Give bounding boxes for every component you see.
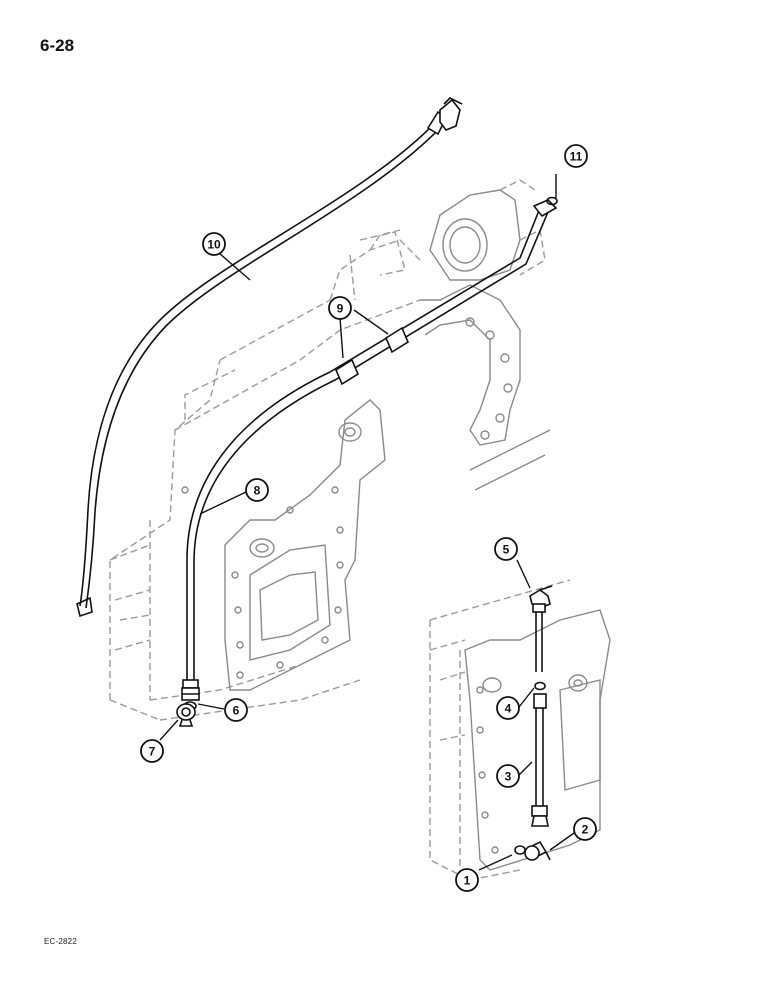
part-4-oring [534,681,546,691]
svg-text:1: 1 [464,874,471,888]
page-number: 6-28 [40,36,75,55]
figure-code: EC-2822 [44,937,77,946]
transmission-housing-outline [109,229,421,721]
part-5-cap [529,585,553,672]
part-9-clamps [334,326,410,386]
svg-text:11: 11 [570,150,583,164]
leader-lines [159,174,575,871]
callout-8: 8 [245,478,269,502]
inset-housing-outline [429,579,611,881]
callout-10: 10 [202,232,226,256]
rear-cover-plate-outline [181,399,386,691]
svg-text:4: 4 [505,702,512,716]
svg-text:2: 2 [582,823,589,837]
svg-text:6: 6 [233,704,240,718]
part-10-dipstick [76,97,463,618]
svg-text:3: 3 [505,770,512,784]
callout-5: 5 [494,537,518,561]
upper-flange-outline [420,179,551,491]
svg-text:5: 5 [503,543,510,557]
callout-11: 11 [564,144,588,168]
part-3-tube [531,693,549,827]
part-1-oring [514,845,526,855]
callout-9: 9 [328,296,352,320]
part-7-fitting [176,703,196,727]
callout-2: 2 [573,817,597,841]
part-8-tube [181,199,558,701]
part-2-elbow [524,840,551,861]
callout-1: 1 [455,868,479,892]
svg-text:9: 9 [337,302,344,316]
callout-4: 4 [496,696,520,720]
callout-6: 6 [224,698,248,722]
svg-text:8: 8 [254,484,261,498]
svg-text:7: 7 [149,745,156,759]
svg-text:10: 10 [207,238,221,252]
part-11-oring [546,196,558,206]
callout-7: 7 [140,739,164,763]
callout-3: 3 [496,764,520,788]
